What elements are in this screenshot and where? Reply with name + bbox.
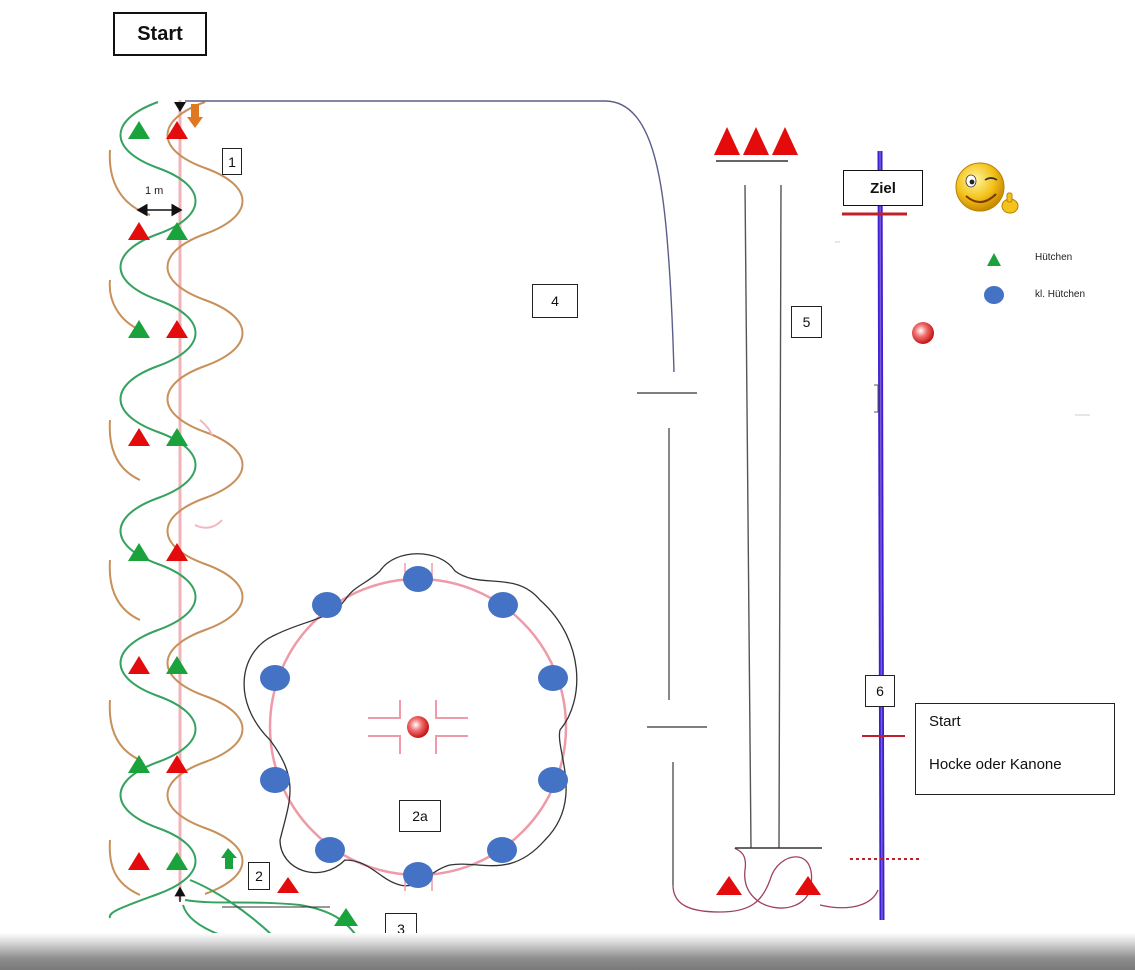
runway-line-inner — [879, 150, 883, 921]
legend-blue-circle-icon — [984, 286, 1004, 304]
small-cone — [260, 767, 290, 793]
bars-station — [714, 127, 822, 895]
slalom-cones — [128, 121, 358, 926]
slalom-course — [108, 100, 366, 951]
path-end — [819, 889, 879, 909]
cone-green — [166, 656, 188, 674]
legend-label-cone: Hütchen — [1035, 252, 1073, 263]
small-cone — [538, 665, 568, 691]
cone-red — [128, 852, 150, 870]
cone-red — [795, 876, 821, 895]
runway-station — [842, 150, 934, 921]
cone-green — [128, 320, 150, 338]
small-cone — [487, 837, 517, 863]
faint-arc — [194, 519, 223, 529]
legend-label-small-cone: kl. Hütchen — [1035, 289, 1086, 300]
cone-red — [128, 222, 150, 240]
start-6-text: Hocke oder Kanone — [929, 756, 1062, 773]
slalom-wave-green — [108, 101, 197, 919]
medicine-ball — [407, 716, 429, 738]
obstacle-station — [637, 392, 879, 913]
bar-right — [778, 184, 782, 849]
station-2a-label: 2a — [399, 800, 441, 832]
station-5-label: 5 — [791, 306, 822, 338]
cone-red — [128, 428, 150, 446]
medicine-ball — [912, 322, 934, 344]
cone-green — [166, 852, 188, 870]
up-arrow-icon — [221, 848, 237, 869]
cone-red — [277, 877, 299, 893]
small-cone — [538, 767, 568, 793]
legend-green-triangle-icon — [987, 253, 1001, 266]
thumbs-up-smiley-icon — [955, 162, 1019, 214]
faint-arc — [199, 419, 213, 436]
small-cone — [260, 665, 290, 691]
small-cone — [488, 592, 518, 618]
cone-green — [166, 222, 188, 240]
cone-red — [714, 127, 740, 155]
down-arrow-icon — [187, 104, 203, 128]
circle-center-marks — [368, 700, 468, 754]
start-6-title: Start — [929, 713, 961, 730]
small-cones — [260, 566, 568, 888]
cone-red — [743, 127, 769, 155]
cone-red — [716, 876, 742, 895]
slalom-wave-orange — [166, 101, 244, 895]
station-2-label: 2 — [248, 862, 270, 890]
station-6-start-box: Start Hocke oder Kanone — [915, 703, 1115, 795]
cone-red — [166, 543, 188, 561]
slalom-wave-orange-left — [108, 149, 151, 896]
bottom-shadow-bar — [0, 933, 1135, 970]
cone-green — [166, 428, 188, 446]
black-arrow-icon — [174, 102, 186, 112]
cone-green — [128, 755, 150, 773]
cone-green — [334, 908, 358, 926]
path-to-station-6 — [672, 847, 813, 913]
cone-green — [128, 121, 150, 139]
bracket-mark — [874, 384, 879, 413]
station-1-label: 1 — [222, 148, 242, 175]
cone-green — [128, 543, 150, 561]
small-cone — [403, 566, 433, 592]
cone-red — [166, 755, 188, 773]
finish-label: Ziel — [843, 170, 923, 206]
cone-red — [166, 320, 188, 338]
small-cone — [315, 837, 345, 863]
circle-station — [243, 553, 578, 891]
circle-outline-wave — [243, 553, 578, 887]
small-cone — [312, 592, 342, 618]
start-label: Start — [113, 12, 207, 56]
legend — [984, 253, 1004, 304]
slalom-arrows — [136, 102, 237, 902]
distance-label: 1 m — [145, 185, 164, 197]
station-6-label: 6 — [865, 675, 895, 707]
cone-red — [772, 127, 798, 155]
cone-red — [166, 121, 188, 139]
bar-left — [744, 184, 752, 849]
cone-red — [128, 656, 150, 674]
station-4-label: 4 — [532, 284, 578, 318]
small-cone — [403, 862, 433, 888]
path-to-station-4 — [185, 100, 675, 373]
